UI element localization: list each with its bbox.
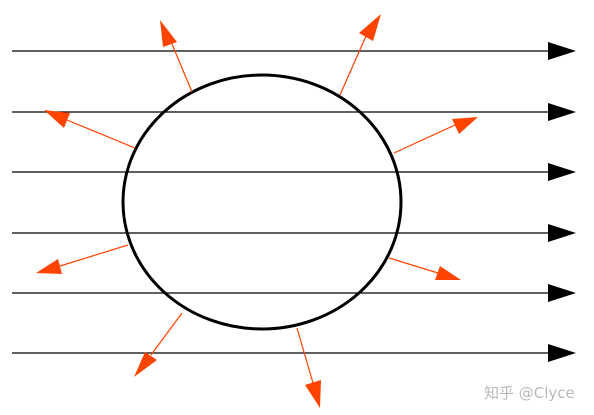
normal-arrowhead-1 — [160, 20, 177, 47]
field-arrowhead-1 — [548, 42, 576, 60]
field-arrowhead-4 — [548, 224, 576, 242]
normal-arrowhead-5 — [36, 259, 62, 274]
normal-arrows — [36, 14, 478, 408]
normal-arrowhead-8 — [305, 380, 321, 408]
watermark-text: 知乎 @Clyce — [484, 384, 575, 402]
normal-arrow-line-5 — [59, 244, 129, 267]
normal-arrowhead-2 — [359, 14, 381, 41]
normal-arrow-line-3 — [66, 119, 136, 149]
normal-arrow-line-4 — [393, 124, 456, 154]
normal-arrowhead-6 — [435, 266, 461, 280]
field-arrowhead-3 — [548, 163, 576, 181]
field-arrowhead-2 — [548, 103, 576, 121]
normal-arrow-line-2 — [339, 35, 367, 96]
normal-arrow-line-8 — [296, 327, 314, 384]
field-arrowhead-6 — [548, 344, 576, 362]
normal-arrowhead-7 — [134, 352, 157, 377]
normal-arrowhead-4 — [452, 117, 478, 134]
normal-arrow-line-7 — [150, 312, 183, 356]
field-lines — [12, 42, 576, 362]
normal-arrow-line-6 — [388, 257, 439, 274]
field-arrowhead-5 — [548, 284, 576, 302]
sphere-outline — [121, 73, 403, 331]
normal-arrow-line-1 — [171, 43, 193, 93]
normal-arrowhead-3 — [44, 110, 70, 128]
